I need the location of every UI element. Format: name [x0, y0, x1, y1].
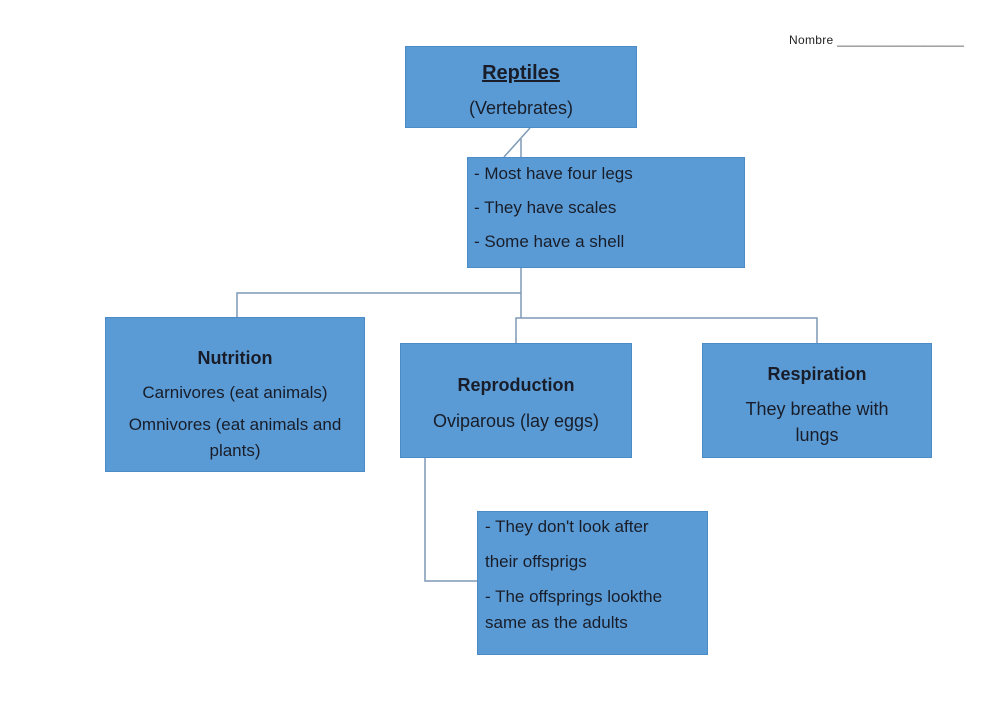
node-reproduction: Reproduction Oviparous (lay eggs)	[400, 343, 632, 458]
connector-reproduction-offspring	[424, 458, 478, 582]
nutrition-item: plants)	[209, 441, 261, 460]
nutrition-item: Omnivores (eat animals and	[128, 415, 342, 434]
offspring-item: - The offsprings lookthe	[485, 587, 663, 606]
nutrition-item: Carnivores (eat animals)	[142, 383, 328, 402]
name-blank-line[interactable]: ___________________	[837, 33, 964, 47]
characteristic-item: - Most have four legs	[474, 164, 633, 183]
node-reptiles-title: Reptiles	[482, 62, 560, 84]
name-label: Nombre	[789, 33, 834, 47]
node-reptiles: Reptiles (Vertebrates)	[405, 46, 637, 128]
node-characteristics: - Most have four legs - They have scales…	[467, 157, 745, 268]
node-reproduction-title: Reproduction	[457, 375, 575, 395]
characteristic-item: - Some have a shell	[474, 232, 625, 251]
offspring-item: - They don't look after	[485, 517, 649, 536]
node-respiration-title: Respiration	[767, 364, 867, 384]
node-respiration: Respiration They breathe with lungs	[702, 343, 932, 458]
name-field-row: Nombre ___________________	[789, 33, 964, 47]
characteristic-item: - They have scales	[474, 198, 617, 217]
connector-to-nutrition	[236, 292, 521, 317]
offspring-item: their offsprigs	[485, 552, 587, 571]
offspring-item: same as the adults	[485, 613, 628, 632]
respiration-item: lungs	[795, 425, 839, 445]
reproduction-item: Oviparous (lay eggs)	[432, 411, 600, 431]
node-offspring: - They don't look after their offsprigs …	[477, 511, 708, 655]
node-nutrition: Nutrition Carnivores (eat animals) Omniv…	[105, 317, 365, 472]
connector-to-reproduction-respiration	[515, 317, 818, 343]
node-nutrition-title: Nutrition	[197, 348, 273, 368]
connector-root-traits-diagonal	[503, 127, 531, 158]
respiration-item: They breathe with	[745, 399, 889, 419]
node-reptiles-subtitle: (Vertebrates)	[468, 98, 574, 118]
